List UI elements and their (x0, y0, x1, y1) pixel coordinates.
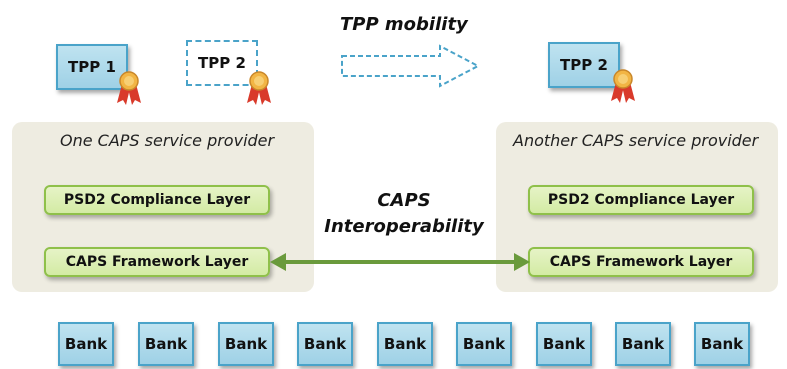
tpp-1-box: TPP 1 (56, 44, 128, 90)
caps-interoperability-label: CAPS Interoperability (324, 188, 484, 240)
bank-box: Bank (218, 322, 274, 366)
bank-box: Bank (456, 322, 512, 366)
right-provider-title: Another CAPS service provider (513, 131, 759, 150)
tpp-2-moving-box: TPP 2 (186, 40, 258, 86)
tpp-mobility-label: TPP mobility (340, 14, 468, 35)
bank-box: Bank (694, 322, 750, 366)
certificate-medal-icon (117, 71, 141, 105)
bank-box: Bank (138, 322, 194, 366)
bank-label: Bank (700, 335, 744, 353)
certificate-medal-icon (247, 71, 271, 105)
bank-label: Bank (462, 335, 506, 353)
certificate-medal-icon (611, 69, 635, 103)
caps-label-line2: Interoperability (324, 216, 484, 237)
bank-box: Bank (536, 322, 592, 366)
interoperability-double-arrow-icon (270, 253, 530, 271)
tpp-2-moving-label: TPP 2 (198, 54, 246, 72)
tpp-2-box: TPP 2 (548, 42, 620, 88)
right-caps-framework-label: CAPS Framework Layer (549, 254, 733, 270)
caps-label-line1: CAPS (377, 190, 431, 211)
right-caps-framework-layer: CAPS Framework Layer (528, 247, 754, 277)
bank-label: Bank (64, 335, 108, 353)
bank-box: Bank (297, 322, 353, 366)
left-caps-framework-layer: CAPS Framework Layer (44, 247, 270, 277)
bank-label: Bank (144, 335, 188, 353)
bank-label: Bank (303, 335, 347, 353)
tpp-2-label: TPP 2 (560, 56, 608, 74)
bank-label: Bank (224, 335, 268, 353)
left-psd2-compliance-label: PSD2 Compliance Layer (63, 192, 251, 208)
bank-label: Bank (542, 335, 586, 353)
right-psd2-compliance-label: PSD2 Compliance Layer (547, 192, 735, 208)
mobility-arrow-icon (341, 44, 481, 88)
left-caps-framework-label: CAPS Framework Layer (65, 254, 249, 270)
left-psd2-compliance-layer: PSD2 Compliance Layer (44, 185, 270, 215)
tpp-1-label: TPP 1 (68, 58, 116, 76)
bank-box: Bank (377, 322, 433, 366)
right-psd2-compliance-layer: PSD2 Compliance Layer (528, 185, 754, 215)
bank-box: Bank (58, 322, 114, 366)
bank-label: Bank (621, 335, 665, 353)
left-provider-title: One CAPS service provider (60, 131, 275, 150)
bank-box: Bank (615, 322, 671, 366)
bank-label: Bank (383, 335, 427, 353)
